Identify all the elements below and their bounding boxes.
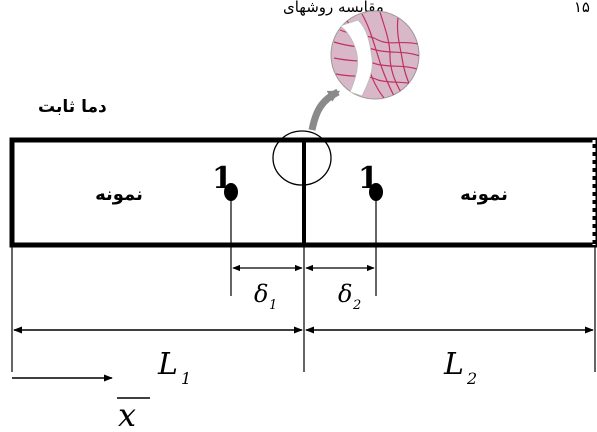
right-sample-label: نمونه <box>460 184 508 205</box>
left-point-marker <box>224 183 238 201</box>
left-sample-label: نمونه <box>95 184 143 205</box>
L1-symbol: L <box>157 347 178 382</box>
L2-subscript: 2 <box>466 369 477 388</box>
delta1-symbol: δ <box>254 280 268 308</box>
L1-subscript: 1 <box>181 369 191 388</box>
header-title-fragment: مقایسه روشهای <box>283 0 384 16</box>
right-point-marker <box>369 183 383 201</box>
delta2-subscript: 2 <box>352 298 361 313</box>
L2-symbol: L <box>443 347 464 382</box>
page-number: ۱۵ <box>574 0 590 16</box>
constant-temperature-label: دما ثابت <box>38 97 107 117</box>
zoom-arrow <box>308 88 341 131</box>
x-axis-label: x <box>118 396 136 432</box>
micrograph-inset <box>330 10 420 100</box>
delta1-subscript: 1 <box>269 298 277 313</box>
interface-ellipse <box>272 130 332 186</box>
delta2-symbol: δ <box>338 280 352 308</box>
